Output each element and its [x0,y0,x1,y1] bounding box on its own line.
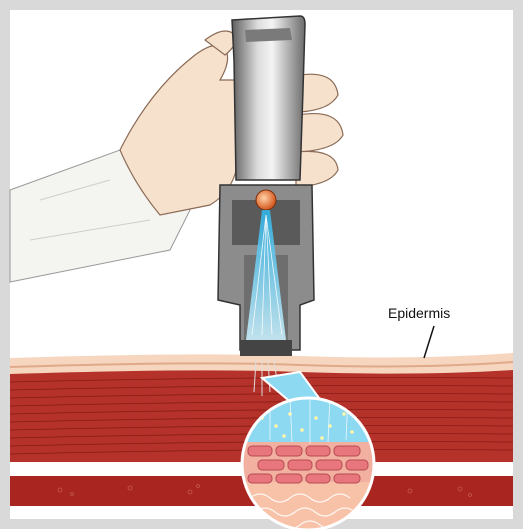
handle-grip [245,28,292,42]
injectate-sphere [256,190,276,210]
nozzle-tip [240,340,292,356]
epidermis-label: Epidermis [388,305,450,321]
skin-cells [248,446,368,483]
